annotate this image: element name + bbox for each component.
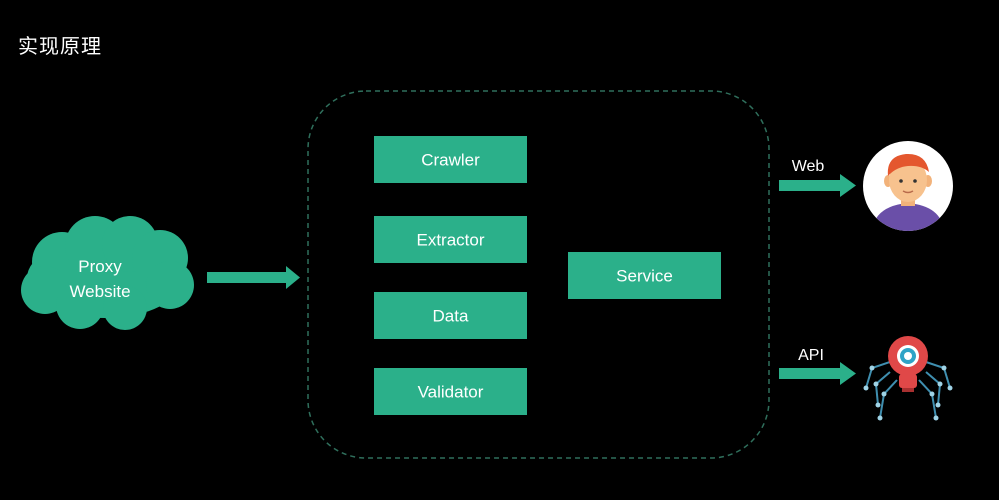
- proxy-website-cloud: Proxy Website: [21, 216, 194, 330]
- crawler-label: Crawler: [421, 151, 480, 170]
- user-avatar-icon: [863, 141, 953, 231]
- spider-robot-icon: [863, 336, 953, 421]
- service-label: Service: [616, 267, 673, 286]
- crawler-box: Crawler: [374, 136, 527, 183]
- arrow-api: [779, 362, 856, 385]
- service-box: Service: [568, 252, 721, 299]
- extractor-label: Extractor: [416, 231, 484, 250]
- cloud-label-line2: Website: [69, 282, 130, 301]
- validator-label: Validator: [418, 383, 484, 402]
- arrow-cloud-to-system: [207, 266, 300, 289]
- validator-box: Validator: [374, 368, 527, 415]
- cloud-icon: [21, 216, 194, 330]
- page-title: 实现原理: [18, 34, 102, 58]
- arrow-web: [779, 174, 856, 197]
- extractor-box: Extractor: [374, 216, 527, 263]
- cloud-label-line1: Proxy: [78, 257, 122, 276]
- api-label: API: [798, 347, 824, 364]
- system-container: [307, 90, 770, 459]
- data-label: Data: [433, 307, 469, 326]
- data-box: Data: [374, 292, 527, 339]
- web-label: Web: [792, 158, 825, 175]
